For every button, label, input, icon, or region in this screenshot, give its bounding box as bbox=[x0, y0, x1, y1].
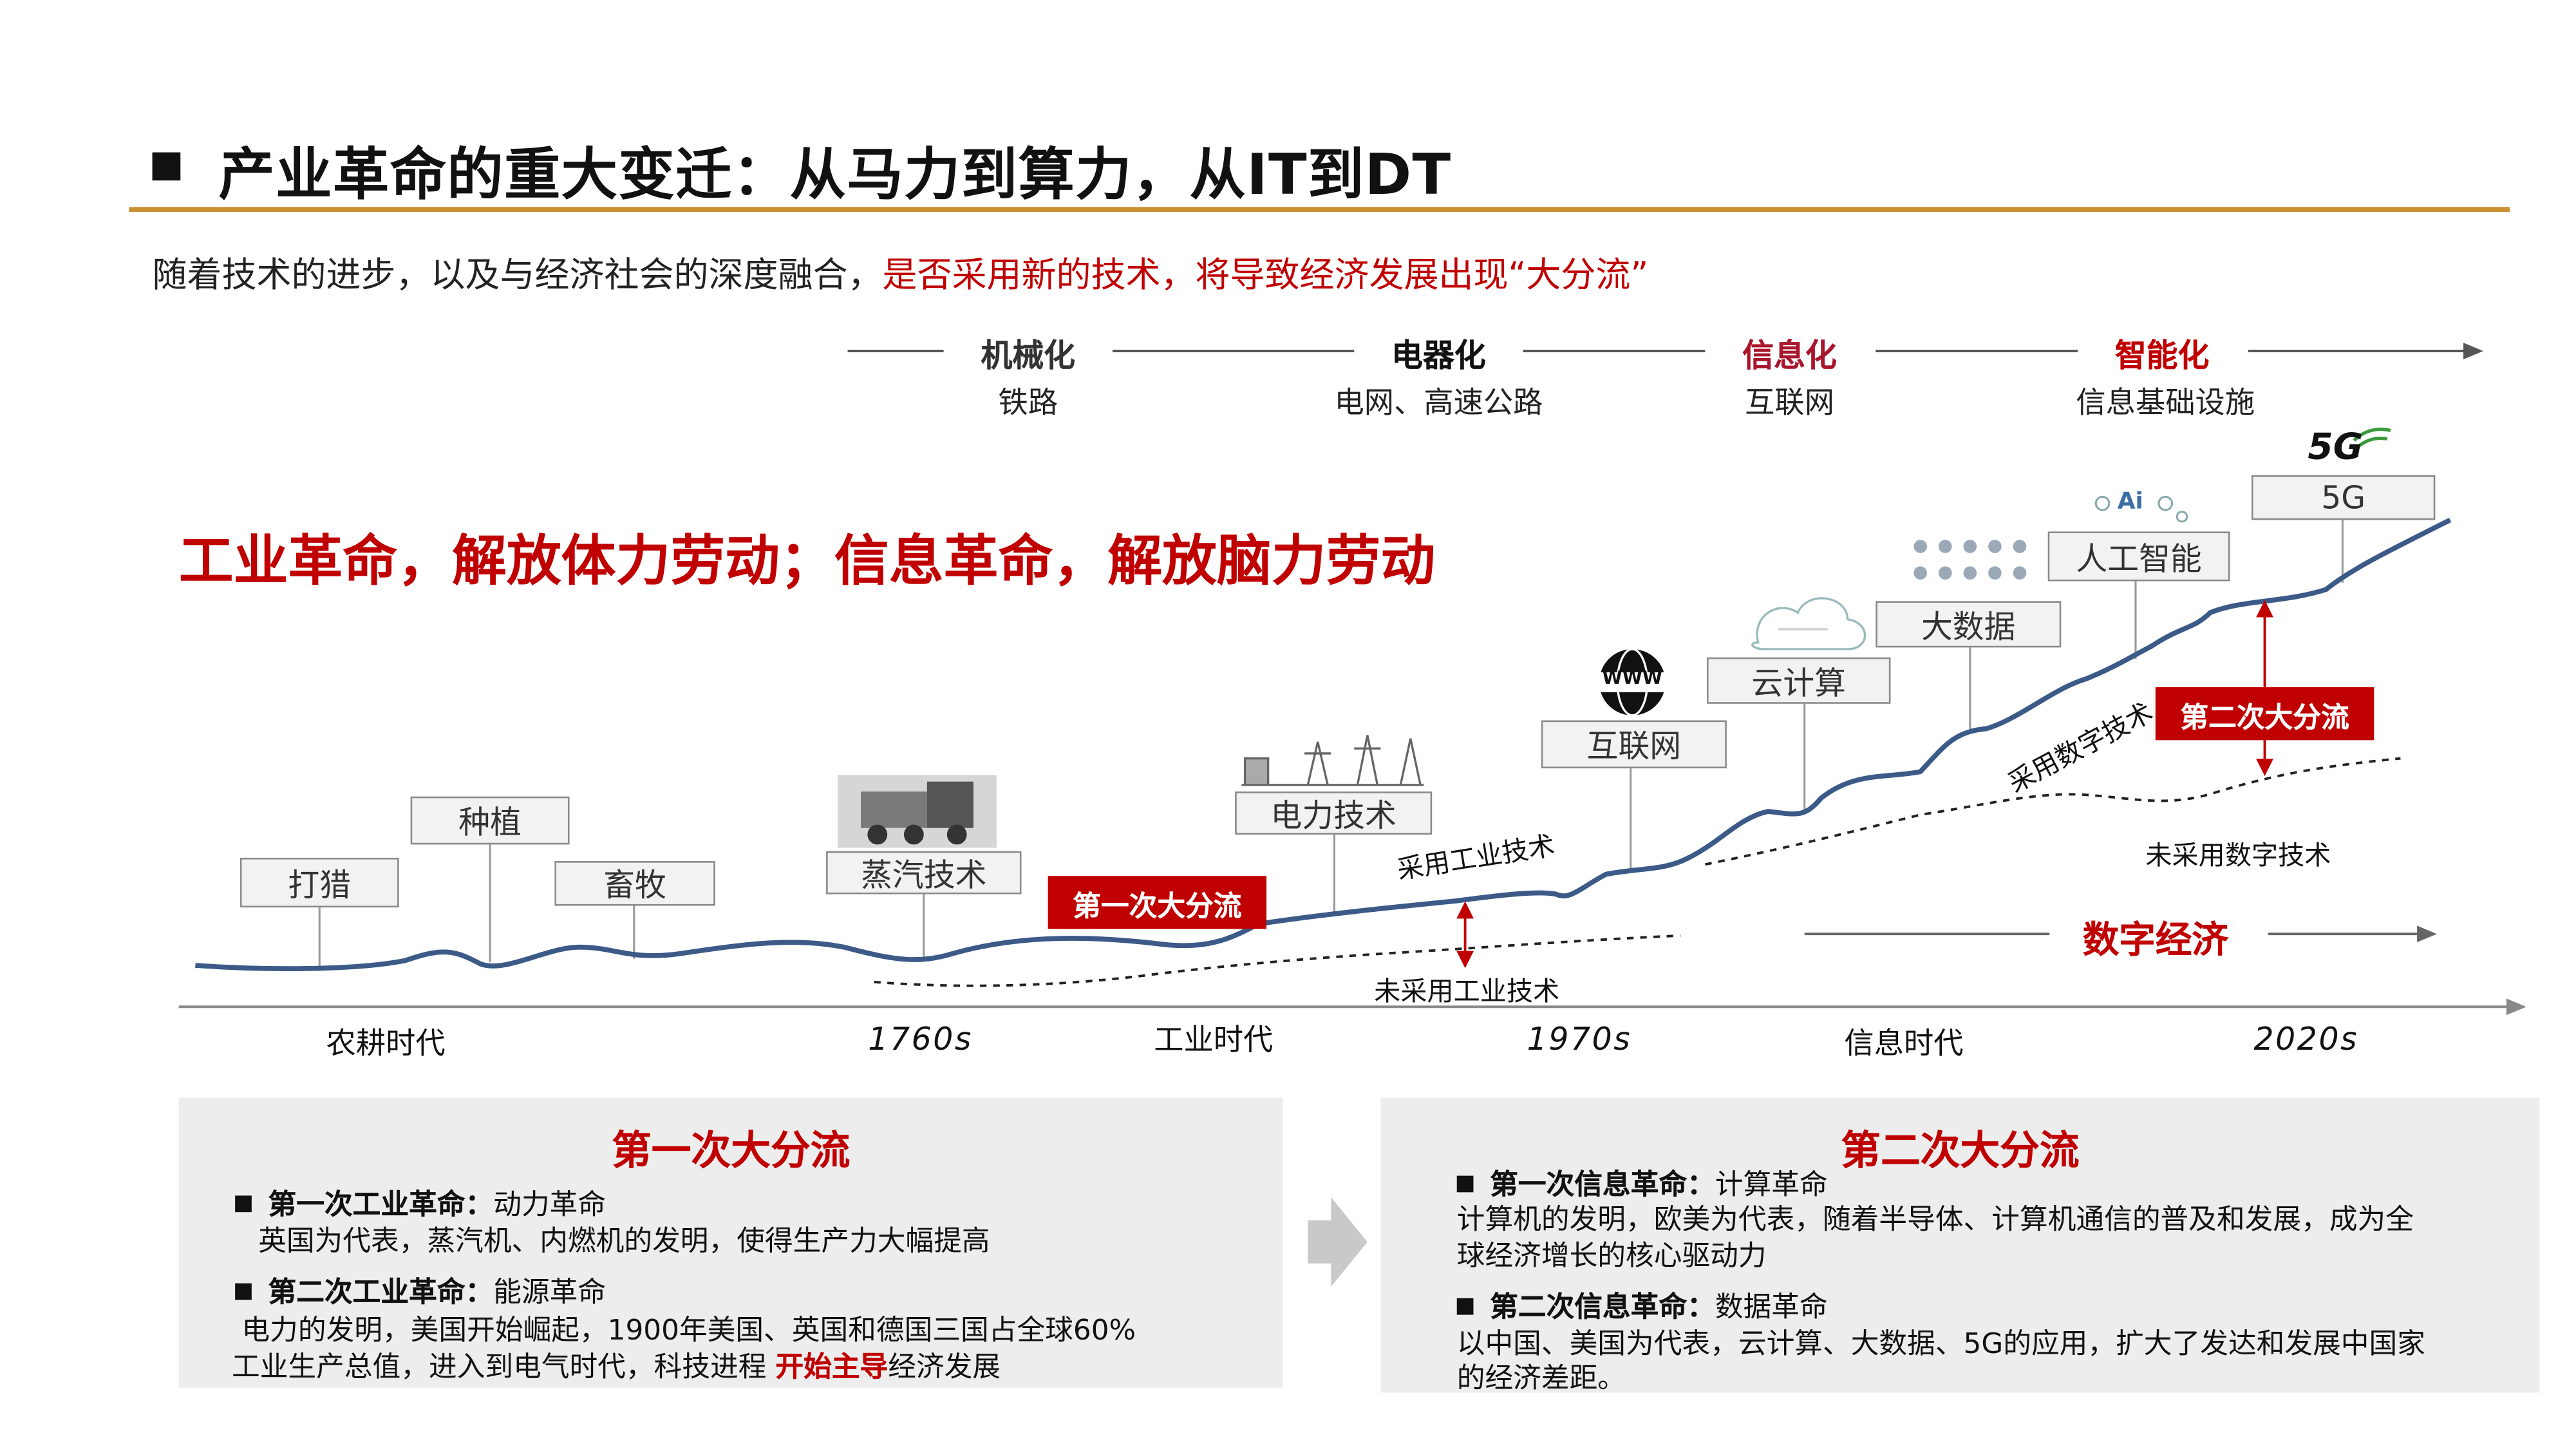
power-grid-icon bbox=[1241, 735, 1424, 786]
stage-name-electrification: 电器化 bbox=[1391, 337, 1486, 375]
right-item1-body-line2: 球经济增长的核心驱动力 bbox=[1456, 1240, 1767, 1274]
intro-highlight: 是否采用新的技术，将导致经济发展出现“大分流” bbox=[882, 254, 1649, 295]
digital-economy-arrowhead-icon bbox=[2417, 925, 2437, 943]
title-divider bbox=[129, 207, 2510, 213]
year-1970s: 1970s bbox=[1527, 1021, 1632, 1059]
panel-arrow-icon bbox=[1308, 1197, 1368, 1287]
milestone-steam: 蒸汽技术 bbox=[826, 851, 1022, 895]
stage-name-mechanization: 机械化 bbox=[981, 337, 1076, 375]
stage-sub-informatization: 互联网 bbox=[1745, 386, 1835, 421]
stage-arrowhead-icon bbox=[2463, 343, 2483, 359]
left-panel-title: 第一次大分流 bbox=[612, 1128, 851, 1175]
first-divergence-panel: 第一次大分流 第一次工业革命：动力革命 英国为代表，蒸汽机、内燃机的发明，使得生… bbox=[178, 1097, 1283, 1388]
headline: 工业革命，解放体力劳动；信息革命，解放脑力劳动 bbox=[178, 528, 1436, 593]
page-title: 产业革命的重大变迁：从马力到算力，从IT到DT bbox=[218, 142, 1452, 209]
left-item2-body-line1: 电力的发明，美国开始崛起，1900年美国、英国和德国三国占全球60% bbox=[241, 1314, 1136, 1349]
right-item1-body-line1: 计算机的发明，欧美为代表，随着半导体、计算机通信的普及和发展，成为全 bbox=[1456, 1204, 2414, 1237]
left-item1-body: 英国为代表，蒸汽机、内燃机的发明，使得生产力大幅提高 bbox=[258, 1225, 990, 1259]
intro-plain: 随着技术的进步，以及与经济社会的深度融合， bbox=[152, 254, 883, 295]
digital-economy-label: 数字经济 bbox=[2082, 920, 2229, 962]
cloud-icon bbox=[1751, 597, 1866, 650]
milestone-connectors bbox=[318, 518, 2344, 967]
ai-logo-text: Ai bbox=[2117, 488, 2143, 515]
bullet-icon bbox=[1456, 1298, 1474, 1315]
not-adopt-digital-label: 未采用数字技术 bbox=[2145, 839, 2331, 871]
title-bullet-icon bbox=[152, 152, 181, 181]
divergence-arrows bbox=[1456, 600, 2273, 969]
right-item2-body-line1: 以中国、美国为代表，云计算、大数据、5G的应用，扩大了发达和发展中国家 bbox=[1456, 1328, 2425, 1361]
milestone-electric: 电力技术 bbox=[1235, 791, 1433, 835]
milestone-5g: 5G bbox=[2251, 475, 2436, 520]
right-panel-title: 第二次大分流 bbox=[1841, 1128, 2080, 1175]
steam-train-icon bbox=[838, 775, 997, 848]
bullet-icon bbox=[235, 1195, 252, 1213]
first-divergence-tag: 第一次大分流 bbox=[1048, 876, 1267, 929]
milestone-ai: 人工智能 bbox=[2047, 531, 2230, 582]
stage-name-intelligence: 智能化 bbox=[2114, 337, 2210, 375]
www-label: WWW bbox=[1602, 667, 1663, 689]
milestone-husbandry: 畜牧 bbox=[554, 861, 715, 906]
bigdata-icon bbox=[1913, 540, 2027, 580]
bullet-icon bbox=[235, 1283, 252, 1300]
milestone-hunting: 打猎 bbox=[240, 857, 399, 908]
stage-name-informatization: 信息化 bbox=[1742, 337, 1837, 375]
left-item1-heading: 第一次工业革命：动力革命 bbox=[235, 1180, 606, 1222]
timeline-arrowhead-icon bbox=[2506, 998, 2526, 1016]
not-adopt-industrial-label: 未采用工业技术 bbox=[1374, 975, 1560, 1007]
not-adopt-industrial-curve bbox=[874, 934, 1680, 987]
right-item2-body-line2: 的经济差距。 bbox=[1456, 1363, 1626, 1396]
right-item1-heading: 第一次信息革命：计算革命 bbox=[1456, 1160, 1828, 1202]
second-divergence-panel: 第二次大分流 第一次信息革命：计算革命 计算机的发明，欧美为代表，随着半导体、计… bbox=[1380, 1097, 2540, 1396]
growth-curve bbox=[195, 517, 2452, 971]
stage-sub-electrification: 电网、高速公路 bbox=[1334, 386, 1543, 421]
intro-line: 随着技术的进步，以及与经济社会的深度融合，是否采用新的技术，将导致经济发展出现“… bbox=[153, 249, 1649, 298]
second-divergence-tag: 第二次大分流 bbox=[2155, 687, 2374, 741]
stage-sub-mechanization: 铁路 bbox=[998, 386, 1058, 421]
fiveg-logo-text: 5G bbox=[2308, 427, 2364, 469]
era-agricultural: 农耕时代 bbox=[326, 1027, 446, 1062]
era-information: 信息时代 bbox=[1844, 1027, 1964, 1062]
stage-sub-intelligence: 信息基础设施 bbox=[2076, 386, 2255, 421]
year-2020s: 2020s bbox=[2253, 1021, 2359, 1059]
bullet-icon bbox=[1456, 1175, 1474, 1193]
era-industrial: 工业时代 bbox=[1154, 1023, 1274, 1059]
milestone-bigdata: 大数据 bbox=[1876, 601, 2062, 648]
milestone-planting: 种植 bbox=[410, 796, 570, 845]
year-1760s: 1760s bbox=[868, 1021, 973, 1059]
milestone-internet: 互联网 bbox=[1541, 720, 1727, 769]
www-globe-icon bbox=[1592, 648, 1673, 717]
fiveg-logo-icon bbox=[2353, 428, 2391, 449]
ai-icon bbox=[2094, 495, 2188, 523]
right-item2-heading: 第二次信息革命：数据革命 bbox=[1456, 1283, 1828, 1325]
left-item2-heading: 第二次工业革命：能源革命 bbox=[235, 1269, 606, 1310]
left-item2-body-line2: 工业生产总值，进入到电气时代，科技进程 开始主导经济发展 bbox=[231, 1351, 1001, 1385]
milestone-cloud: 云计算 bbox=[1707, 657, 1891, 704]
